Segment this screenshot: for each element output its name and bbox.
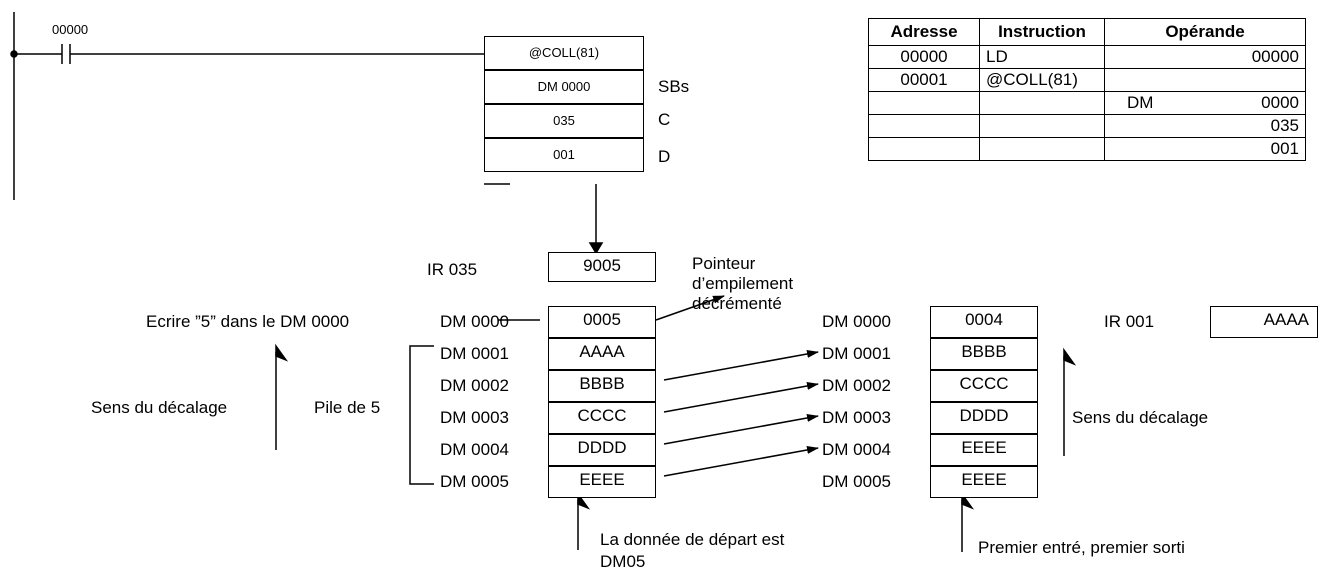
right-shift-label: Sens du décalage: [1072, 408, 1209, 427]
cell-operand-value: 035: [1197, 114, 1306, 138]
right-address-3: DM 0003: [822, 408, 891, 427]
cell-instruction: [979, 91, 1105, 115]
transfer-arrow-2: [663, 382, 819, 413]
left-bottom-note-line-1: La donnée de départ est: [600, 530, 785, 549]
write-note: Ecrire ”5” dans le DM 0000: [146, 312, 350, 331]
operand-name-c: C: [658, 110, 671, 129]
cell-address: 00001: [868, 68, 980, 92]
table-row: 00000 LD 00000: [868, 45, 1306, 69]
cell-instruction: [979, 114, 1105, 138]
cell-address: [868, 91, 980, 115]
cell-operand-area: [1104, 137, 1197, 161]
left-shift-label: Sens du décalage: [91, 398, 228, 417]
pointer-register-value: 9005: [548, 252, 656, 282]
cell-address: 00000: [868, 45, 980, 69]
cell-operand-area: [1104, 68, 1197, 92]
left-bottom-note-line-2: DM05: [600, 552, 646, 571]
contact-label: 00000: [52, 22, 89, 37]
operand-name-d: D: [658, 147, 671, 166]
cell-operand-value: 0000: [1197, 91, 1306, 115]
transfer-arrow-1: [663, 350, 819, 381]
cell-instruction: @COLL(81): [979, 68, 1105, 92]
pointer-note-line-2: d’empilement: [692, 274, 794, 293]
left-address-3: DM 0003: [440, 408, 509, 427]
operand-name-sbs: SBs: [658, 77, 690, 96]
left-address-1: DM 0001: [440, 344, 509, 363]
right-value-5: EEEE: [930, 466, 1038, 498]
cell-instruction: [979, 137, 1105, 161]
right-value-2: CCCC: [930, 370, 1038, 402]
right-value-3: DDDD: [930, 402, 1038, 434]
cell-address: [868, 114, 980, 138]
left-address-5: DM 0005: [440, 472, 509, 491]
left-value-0: 0005: [548, 306, 656, 338]
left-address-2: DM 0002: [440, 376, 509, 395]
cell-operand-value: 00000: [1197, 45, 1306, 69]
table-header-operand: Opérande: [1104, 18, 1306, 46]
cell-operand-area: [1104, 114, 1197, 138]
stack-label: Pile de 5: [314, 398, 381, 417]
mnemonic-table: Adresse Instruction Opérande 00000 LD 00…: [868, 18, 1306, 161]
right-address-0: DM 0000: [822, 312, 891, 331]
right-value-0: 0004: [930, 306, 1038, 338]
pointer-note-line-1: Pointeur: [692, 254, 756, 273]
left-address-4: DM 0004: [440, 440, 509, 459]
pointer-register-label: IR 035: [427, 260, 478, 279]
table-header-row: Adresse Instruction Opérande: [868, 18, 1306, 46]
table-header-instruction: Instruction: [979, 18, 1105, 46]
output-register-label: IR 001: [1104, 312, 1155, 331]
right-address-5: DM 0005: [822, 472, 891, 491]
cell-address: [868, 137, 980, 161]
cell-operand-value: 001: [1197, 137, 1306, 161]
transfer-arrow-4: [663, 446, 819, 477]
right-value-1: BBBB: [930, 338, 1038, 370]
operand-box-1: DM 0000: [484, 70, 644, 104]
cell-operand-area: [1104, 45, 1197, 69]
left-value-5: EEEE: [548, 466, 656, 498]
left-value-1: AAAA: [548, 338, 656, 370]
right-bottom-note: Premier entré, premier sorti: [978, 538, 1185, 557]
table-row: 035: [868, 114, 1306, 138]
right-address-1: DM 0001: [822, 344, 891, 363]
left-address-0: DM 0000: [440, 312, 509, 331]
operand-box-3: 001: [484, 138, 644, 172]
left-shift-arrow-head: [275, 343, 289, 362]
right-address-2: DM 0002: [822, 376, 891, 395]
stack-bracket: [409, 345, 434, 485]
right-address-4: DM 0004: [822, 440, 891, 459]
transfer-arrow-3: [663, 414, 819, 445]
right-shift-arrow-head: [1063, 347, 1077, 366]
table-header-address: Adresse: [868, 18, 980, 46]
cell-operand-value: [1197, 68, 1306, 92]
operand-box-2: 035: [484, 104, 644, 138]
output-register-value: AAAA: [1210, 306, 1318, 338]
table-row: DM 0000: [868, 91, 1306, 115]
pointer-note-arrow: [655, 295, 725, 321]
cell-instruction: LD: [979, 45, 1105, 69]
left-value-3: CCCC: [548, 402, 656, 434]
left-value-4: DDDD: [548, 434, 656, 466]
right-value-4: EEEE: [930, 434, 1038, 466]
instruction-box: @COLL(81): [484, 36, 644, 70]
cell-operand-area: DM: [1104, 91, 1197, 115]
table-row: 00001 @COLL(81): [868, 68, 1306, 92]
pointer-note-line-3: décrémenté: [692, 294, 782, 313]
down-arrow-head: [588, 242, 604, 255]
table-row: 001: [868, 137, 1306, 161]
left-value-2: BBBB: [548, 370, 656, 402]
